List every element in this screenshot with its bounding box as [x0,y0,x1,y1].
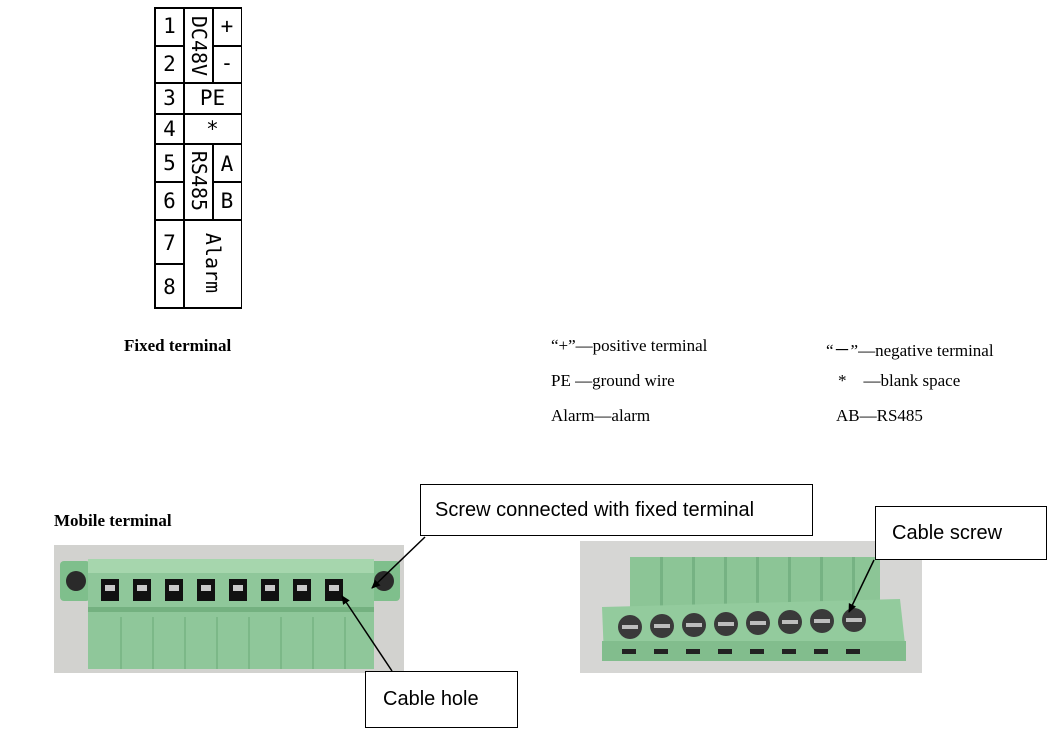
pin-number: 4 [163,117,176,141]
pin-number: 7 [163,231,176,255]
legend-ground: PE —ground wire [551,371,675,390]
minus-label: - [220,51,234,75]
legend-blank: * —blank space [838,371,961,390]
legend-rs485: AB—RS485 [836,406,923,425]
pin-number: 6 [163,189,176,213]
b-label: B [220,189,234,213]
legend-negative: “－”—negative terminal [826,341,994,360]
mobile-terminal-caption: Mobile terminal [54,511,172,530]
pin-number: 8 [163,275,176,299]
alarm-label: Alarm [201,232,225,294]
callout-cable-hole: Cable hole [365,671,518,728]
fixed-terminal-caption: Fixed terminal [124,336,232,355]
connector-screws-drawing [580,541,922,673]
callout-cable-screw: Cable screw [875,506,1047,560]
pin-number: 5 [163,151,176,175]
pin-number: 2 [163,52,176,76]
blank-label: * [206,117,219,141]
legend-alarm: Alarm—alarm [551,406,651,425]
plus-label: + [220,14,234,38]
legend-positive: “+”—positive terminal [551,336,708,355]
dc48v-label: DC48V [187,15,211,77]
connector-front-drawing [54,545,404,673]
rs485-label: RS485 [187,150,211,212]
pin-number: 3 [163,86,176,110]
pe-label: PE [199,86,226,110]
fixed-terminal-table: 1 2 3 4 5 6 7 8 DC48V + - PE * RS485 A B… [154,7,242,309]
mobile-terminal-photo-screws [580,541,922,673]
pin-number: 1 [163,14,176,38]
a-label: A [220,152,234,176]
callout-screw-fixed: Screw connected with fixed terminal [420,484,813,536]
mobile-terminal-photo-front [54,545,404,673]
